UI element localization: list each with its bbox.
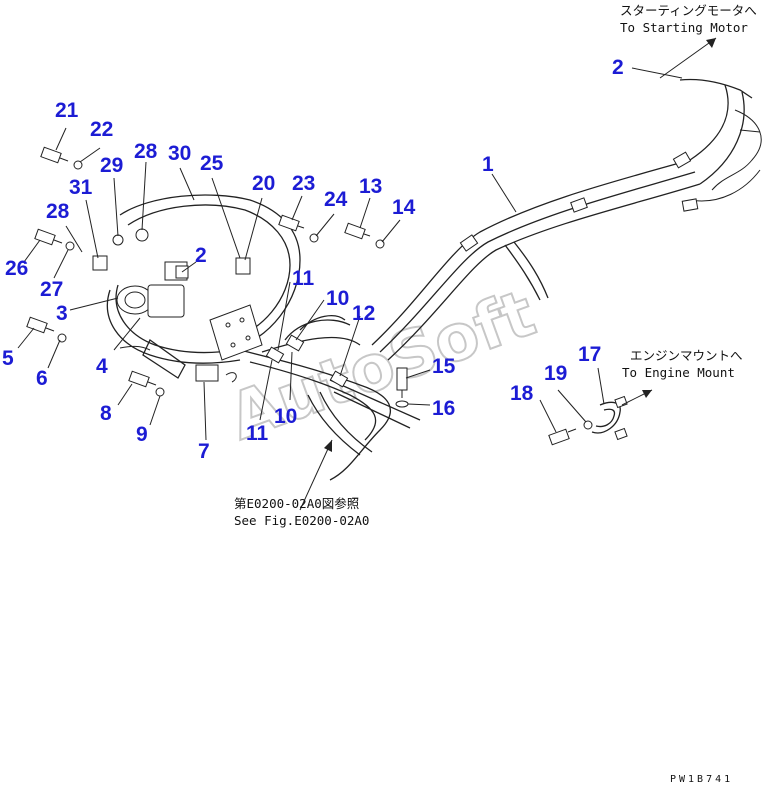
callout-8: 8 bbox=[100, 402, 112, 425]
callout-27: 27 bbox=[40, 278, 63, 301]
callout-4: 4 bbox=[96, 355, 108, 378]
callout-5: 5 bbox=[2, 347, 14, 370]
callout-25: 25 bbox=[200, 152, 224, 175]
callout-2-top: 2 bbox=[612, 56, 624, 79]
callout-24: 24 bbox=[324, 188, 348, 211]
callout-labels: 21 22 29 28 30 25 20 23 24 13 14 31 28 2… bbox=[2, 56, 624, 463]
note-starting-motor-jp: スターティングモータへ bbox=[620, 3, 757, 18]
callout-6: 6 bbox=[36, 367, 48, 390]
bolt-21 bbox=[40, 146, 69, 164]
callout-10-upper: 10 bbox=[326, 287, 349, 310]
callout-19: 19 bbox=[544, 362, 567, 385]
callout-7: 7 bbox=[198, 440, 210, 463]
washer-22 bbox=[73, 160, 83, 170]
callout-14: 14 bbox=[392, 196, 416, 219]
note-see-fig-en: See Fig.E0200-02A0 bbox=[234, 513, 369, 528]
drawing-code: PW1B741 bbox=[670, 774, 733, 785]
callout-18: 18 bbox=[510, 382, 534, 405]
callout-1: 1 bbox=[482, 153, 494, 176]
note-see-fig-jp: 第E0200-02A0図参照 bbox=[234, 496, 359, 511]
callout-21: 21 bbox=[55, 99, 79, 122]
callout-30: 30 bbox=[168, 142, 191, 165]
note-starting-motor-en: To Starting Motor bbox=[620, 20, 748, 35]
callout-11-lower: 11 bbox=[246, 422, 269, 445]
callout-16: 16 bbox=[432, 397, 455, 420]
callout-2-center: 2 bbox=[195, 244, 207, 267]
callout-12: 12 bbox=[352, 302, 375, 325]
callout-28-top: 28 bbox=[134, 140, 158, 163]
note-engine-mount-en: To Engine Mount bbox=[622, 365, 735, 380]
callout-22: 22 bbox=[90, 118, 113, 141]
bolt-13 bbox=[344, 222, 371, 240]
leader-lines bbox=[17, 37, 717, 511]
callout-17: 17 bbox=[578, 343, 601, 366]
callout-20: 20 bbox=[252, 172, 275, 195]
harness-drawing bbox=[26, 78, 762, 481]
callout-26: 26 bbox=[5, 257, 28, 280]
callout-29: 29 bbox=[100, 154, 123, 177]
bolt-8 bbox=[128, 370, 157, 388]
callout-11-upper: 11 bbox=[292, 267, 315, 290]
bolt-26 bbox=[34, 228, 63, 246]
callout-28-left: 28 bbox=[46, 200, 70, 223]
callout-10-lower: 10 bbox=[274, 405, 297, 428]
callout-9: 9 bbox=[136, 423, 148, 446]
callout-3: 3 bbox=[56, 302, 68, 325]
bolt-23 bbox=[278, 214, 305, 232]
bolt-5 bbox=[26, 316, 55, 334]
callout-23: 23 bbox=[292, 172, 315, 195]
callout-15: 15 bbox=[432, 355, 456, 378]
notes: スターティングモータへ To Starting Motor エンジンマウントへ … bbox=[234, 3, 757, 785]
callout-13: 13 bbox=[359, 175, 382, 198]
note-engine-mount-jp: エンジンマウントへ bbox=[630, 348, 743, 363]
callout-31: 31 bbox=[69, 176, 93, 199]
